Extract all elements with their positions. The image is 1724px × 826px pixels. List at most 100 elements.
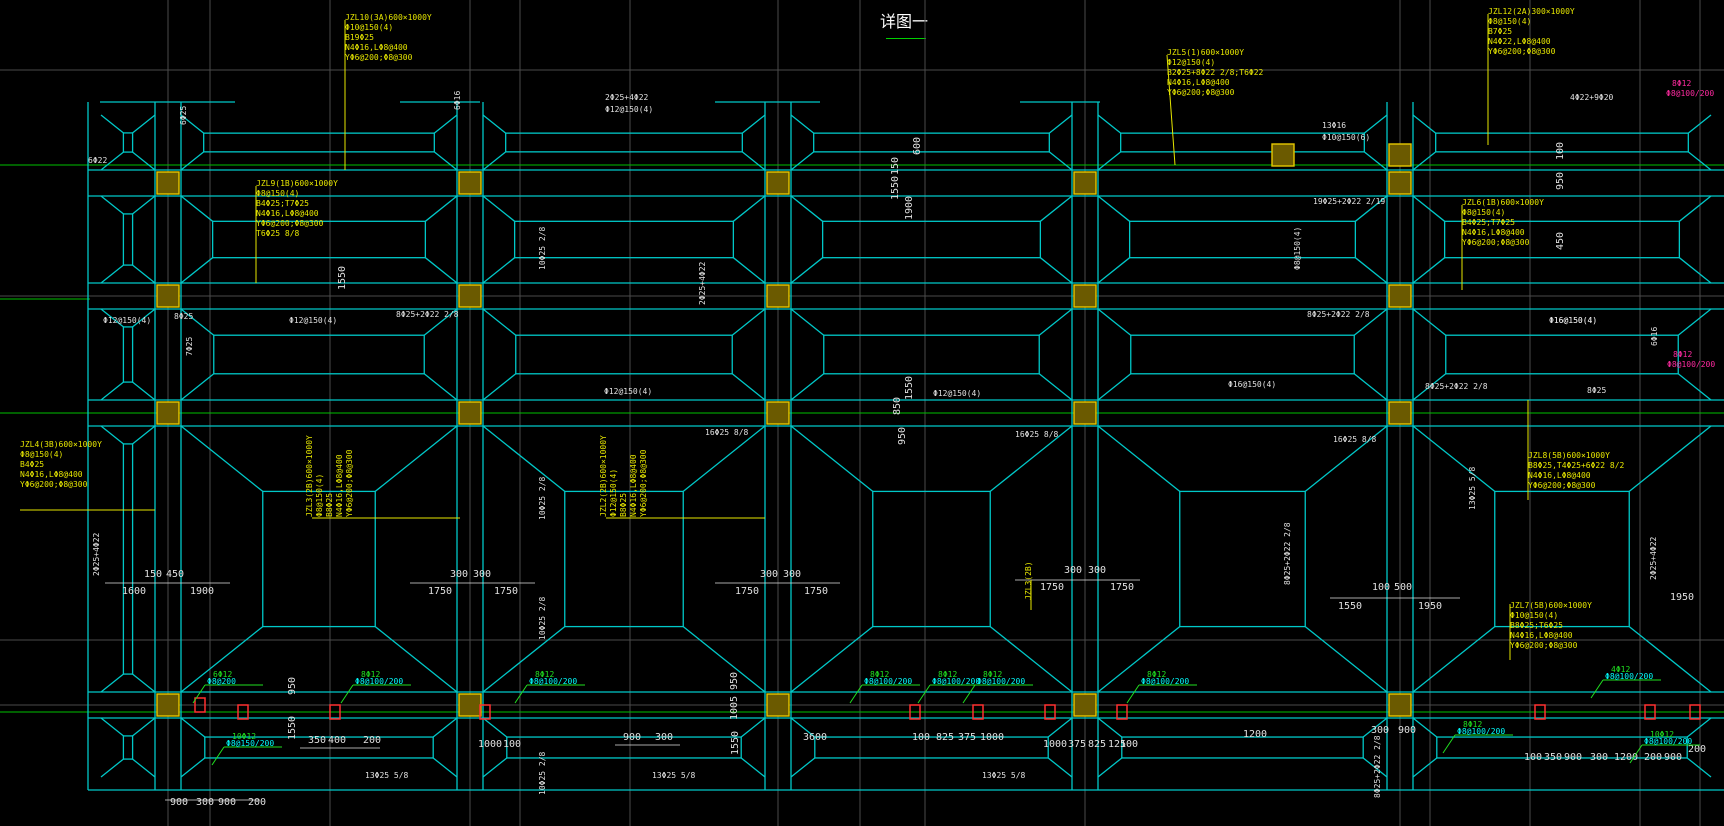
- haunch-diagonal: [482, 308, 517, 336]
- dimension-label: 200: [1644, 752, 1662, 763]
- dimension-label: 100: [503, 739, 521, 750]
- rebar-label: 10Φ25 2/8: [538, 476, 547, 520]
- haunch-diagonal: [180, 373, 215, 401]
- title-underline: [886, 38, 926, 39]
- bay-inner-outline: [872, 490, 991, 628]
- rebar-label: 13Φ16: [1322, 121, 1346, 130]
- callout-leader: [1442, 734, 1456, 754]
- haunch-diagonal: [100, 151, 124, 171]
- green-callout-label: 8Φ12: [1463, 720, 1482, 729]
- haunch-diagonal: [482, 195, 516, 222]
- bay-inner-outline: [1130, 334, 1355, 375]
- haunch-diagonal: [1678, 195, 1712, 222]
- red-wall-marker: [479, 704, 491, 720]
- haunch-diagonal: [741, 114, 766, 134]
- dimension-label: 100: [912, 732, 930, 743]
- green-callout-sub: Φ8@100/200: [529, 677, 577, 686]
- beam-annotation-line: Φ8@150(4): [1488, 17, 1531, 26]
- rebar-label: Φ16@150(4): [1549, 316, 1597, 325]
- beam-annotation-line: Φ10@150(4): [1510, 611, 1558, 620]
- bay-inner-outline: [821, 220, 1042, 259]
- rebar-label: 16Φ25 8/8: [705, 428, 749, 437]
- haunch-diagonal: [790, 757, 816, 778]
- green-callout-sub: Φ8@100/200: [1457, 727, 1505, 736]
- haunch-diagonal: [1048, 114, 1073, 134]
- rebar-label: 13Φ25 5/8: [982, 771, 1026, 780]
- dimension-label: 1750: [428, 586, 452, 597]
- callout-leader: [1126, 684, 1140, 704]
- haunch-diagonal: [482, 717, 508, 738]
- dimension-label: 1900: [904, 196, 915, 220]
- column: [1388, 171, 1412, 195]
- haunch-diagonal: [180, 195, 214, 222]
- haunch-diagonal: [790, 257, 824, 284]
- green-callout-sub: Φ8@100/200: [1141, 677, 1189, 686]
- green-callout-sub: Φ8@100/200: [932, 677, 980, 686]
- drawing-title: 详图一: [880, 12, 929, 31]
- column: [1073, 171, 1097, 195]
- haunch-diagonal: [1686, 757, 1712, 778]
- dimension-label: 200: [1688, 744, 1706, 755]
- dimension-label: 150: [144, 569, 162, 580]
- haunch-diagonal: [1678, 257, 1712, 284]
- beam-annotation-line: JZL6(1B)600×1000Y: [1462, 198, 1544, 207]
- beam-annotation-line: JZL12(2A)300×1000Y: [1488, 7, 1575, 16]
- haunch-diagonal: [100, 717, 124, 737]
- column: [458, 401, 482, 425]
- bay-inner-outline: [1128, 220, 1357, 259]
- beam-annotation-line: Φ12@150(4): [609, 469, 618, 517]
- green-callout-label: 8Φ12: [535, 670, 554, 679]
- rebar-label: 2Φ25+4Φ22: [605, 93, 649, 102]
- bay-inner-outline: [1445, 334, 1679, 375]
- red-wall-marker: [1116, 704, 1128, 720]
- dimension-label: 1550: [1338, 601, 1362, 612]
- haunch-diagonal: [1412, 151, 1437, 171]
- red-wall-marker: [1044, 704, 1056, 720]
- beam-annotation-line: B4Φ25;T7Φ25: [256, 199, 309, 208]
- red-wall-marker: [909, 704, 921, 720]
- column: [156, 401, 180, 425]
- green-callout-label: 10Φ12: [232, 732, 256, 741]
- rebar-label: 13Φ25 5/8: [652, 771, 696, 780]
- bay-inner-outline: [211, 220, 427, 259]
- bay-inner-outline: [1435, 132, 1689, 153]
- beam-annotation-line: JZL9(1B)600×1000Y: [256, 179, 338, 188]
- haunch-diagonal: [100, 758, 124, 778]
- haunch-diagonal: [1412, 308, 1447, 336]
- rebar-label: 2Φ25+4Φ22: [1649, 536, 1658, 580]
- haunch-diagonal: [1686, 717, 1712, 738]
- beam-annotation-line: Φ12@150(4): [1167, 58, 1215, 67]
- haunch-diagonal: [180, 626, 264, 693]
- haunch-diagonal: [1687, 114, 1712, 134]
- haunch-diagonal: [100, 195, 124, 215]
- callout-leader: [1629, 744, 1643, 764]
- dimension-label: 500: [1394, 582, 1412, 593]
- haunch-diagonal: [1687, 151, 1712, 171]
- haunch-diagonal: [1363, 114, 1388, 134]
- haunch-diagonal: [1097, 151, 1122, 171]
- haunch-diagonal: [732, 257, 766, 284]
- beam-annotation-line: B8Φ25: [619, 493, 628, 517]
- beam-annotation-line: JZL3(2B): [1024, 561, 1033, 600]
- haunch-diagonal: [732, 195, 766, 222]
- dimension-label: 300: [1371, 725, 1389, 736]
- column: [156, 693, 180, 717]
- green-reference-lines: [0, 164, 1724, 713]
- dimension-label: 825: [1088, 739, 1106, 750]
- rebar-label: Φ12@150(4): [933, 389, 981, 398]
- dimension-label: 1550: [730, 731, 741, 755]
- beam-annotation-line: B4Φ25;T7Φ25: [1462, 218, 1515, 227]
- haunch-diagonal: [132, 195, 156, 215]
- beam-annotation-line: T6Φ25 8/8: [256, 229, 300, 238]
- bay-inner-outline: [506, 736, 742, 759]
- rebar-label: 13Φ25 5/8: [1468, 466, 1477, 510]
- red-wall-marker: [329, 704, 341, 720]
- haunch-diagonal: [1097, 195, 1131, 222]
- haunch-diagonal: [1354, 257, 1388, 284]
- green-callout-label: 8Φ12: [1147, 670, 1166, 679]
- green-callout-label: 8Φ12: [870, 670, 889, 679]
- bay-inner-outline: [1121, 736, 1364, 759]
- dimension-label: 900: [170, 797, 188, 808]
- haunch-diagonal: [740, 717, 766, 738]
- green-callout-sub: Φ8@100/200: [864, 677, 912, 686]
